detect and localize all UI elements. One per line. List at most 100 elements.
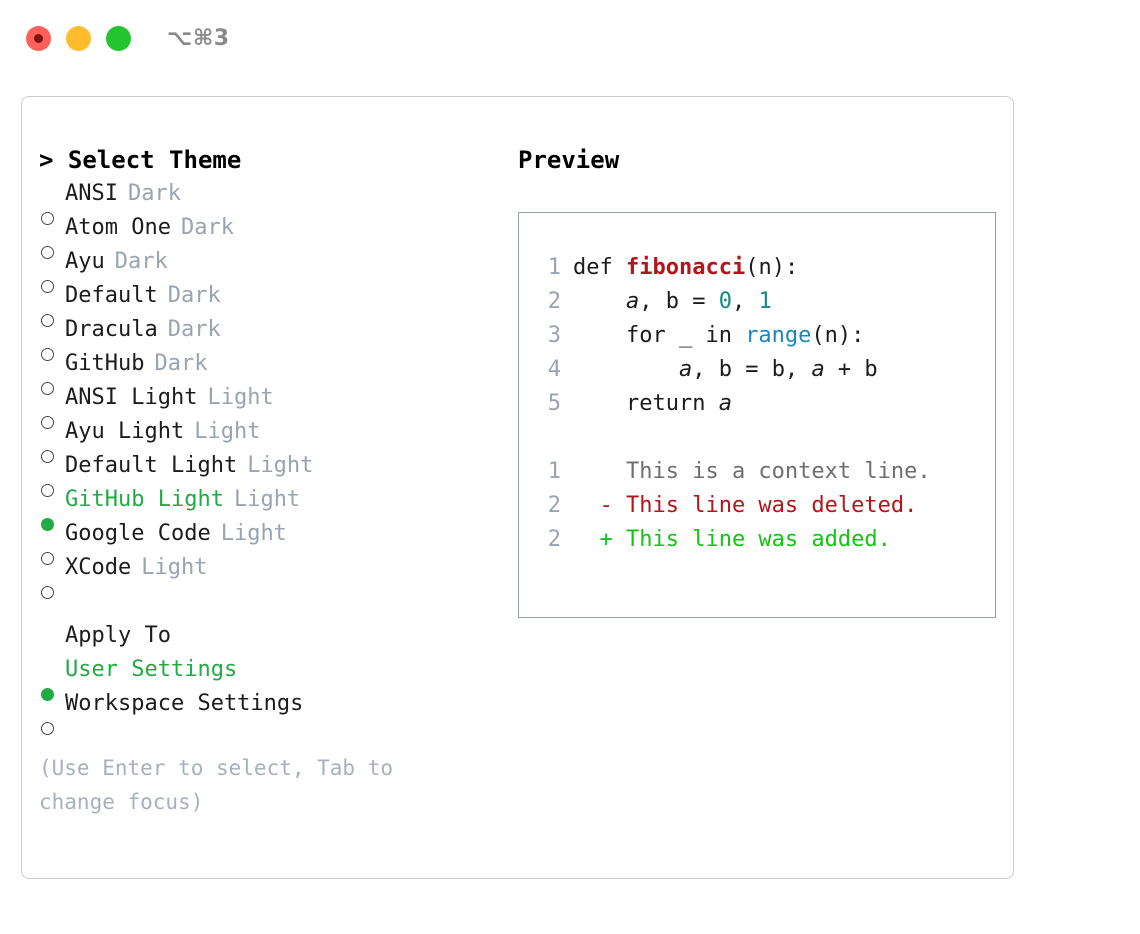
diff-text: This is a context line. (573, 459, 931, 484)
theme-badge: Light (207, 385, 274, 410)
code-token: 0 (718, 289, 732, 314)
code-diff-spacer (537, 421, 995, 455)
code-token: for _ in (573, 323, 746, 348)
keyboard-hint-text: (Use Enter to select, Tab to change focu… (39, 756, 406, 814)
diff-text: - This line was deleted. (573, 493, 918, 518)
code-token: return (573, 391, 719, 416)
code-line: 3 for _ in range(n): (537, 319, 995, 353)
code-line: 1 def fibonacci(n): (537, 251, 995, 285)
diff-sample: 1 This is a context line.2 - This line w… (537, 455, 995, 557)
maximize-button[interactable] (106, 25, 131, 51)
diff-line: 2 - This line was deleted. (537, 489, 995, 523)
theme-item[interactable]: Google Code Light (39, 517, 501, 565)
code-token: (n): (811, 323, 865, 348)
diff-line: 1 This is a context line. (537, 455, 995, 489)
code-token: fibonacci (625, 255, 746, 280)
theme-label: Default (65, 283, 158, 308)
apply-to-heading: Apply To (65, 623, 171, 648)
apply-to-item[interactable]: User Settings (39, 653, 501, 701)
title-bar: ⌥⌘3 (0, 0, 1140, 76)
code-text: a, b = 0, 1 (573, 285, 772, 319)
theme-item[interactable]: GitHub Light Light (39, 483, 501, 531)
diff-text: + This line was added. (573, 527, 891, 552)
spacer (39, 585, 501, 619)
theme-badge: Light (194, 419, 261, 444)
close-button[interactable] (26, 25, 51, 51)
line-number: 2 (547, 289, 561, 314)
code-token: + b (824, 357, 878, 382)
theme-label: Atom One (65, 215, 171, 240)
code-line: 4 a, b = b, a + b (537, 353, 995, 387)
theme-item[interactable]: GitHub Dark (39, 347, 501, 395)
theme-label: Dracula (65, 317, 158, 342)
line-number: 2 (547, 493, 561, 518)
theme-badge: Dark (154, 351, 208, 376)
code-token: , (731, 289, 759, 314)
theme-badge: Dark (127, 181, 181, 206)
code-token (573, 289, 626, 314)
code-text: for _ in range(n): (573, 319, 864, 353)
apply-to-label: Workspace Settings (65, 691, 304, 716)
line-number: 3 (547, 323, 561, 348)
select-theme-heading: > Select Theme (39, 146, 242, 174)
theme-badge: Dark (114, 249, 168, 274)
code-token (573, 357, 679, 382)
apply-to-label: User Settings (65, 657, 238, 682)
theme-item[interactable]: Atom One Dark (39, 211, 501, 259)
theme-item[interactable]: Ayu Light Light (39, 415, 501, 463)
code-token: a (718, 391, 732, 416)
minimize-button[interactable] (66, 25, 91, 51)
apply-to-item[interactable]: Workspace Settings (39, 687, 501, 735)
theme-label: GitHub Light (65, 487, 224, 512)
theme-label: Google Code (65, 521, 211, 546)
theme-label: Default Light (65, 453, 238, 478)
theme-label: GitHub (65, 351, 145, 376)
code-line: 5 return a (537, 387, 995, 421)
code-token: range (745, 323, 812, 348)
diff-line: 2 + This line was added. (537, 523, 995, 557)
theme-badge: Dark (167, 317, 221, 342)
line-number: 2 (547, 527, 561, 552)
code-text: return a (573, 387, 732, 421)
theme-label: ANSI (65, 181, 118, 206)
theme-item[interactable]: Default Dark (39, 279, 501, 327)
code-token: a (678, 357, 693, 382)
theme-badge: Light (220, 521, 287, 546)
theme-label: Ayu (65, 249, 105, 274)
theme-item[interactable]: Default Light Light (39, 449, 501, 497)
line-number: 1 (547, 255, 561, 280)
theme-badge: Light (247, 453, 314, 478)
code-token: , b = b, (692, 357, 812, 382)
theme-badge: Dark (167, 283, 221, 308)
line-number: 5 (547, 391, 561, 416)
preview-title: Preview (518, 146, 620, 174)
line-number: 1 (547, 459, 561, 484)
theme-badge: Light (141, 555, 208, 580)
theme-item[interactable]: Ayu Dark (39, 245, 501, 293)
line-number: 4 (547, 357, 561, 382)
code-token: b (665, 289, 679, 314)
code-text: a, b = b, a + b (573, 353, 878, 387)
code-token: def (573, 255, 626, 280)
theme-item[interactable]: ANSI Dark (39, 177, 501, 225)
theme-item[interactable]: Dracula Dark (39, 313, 501, 361)
code-token: a (625, 289, 640, 314)
code-line: 2 a, b = 0, 1 (537, 285, 995, 319)
theme-label: Ayu Light (65, 419, 185, 444)
code-token: , (639, 289, 666, 314)
keyboard-shortcut-label: ⌥⌘3 (167, 25, 230, 51)
theme-badge: Dark (180, 215, 234, 240)
code-token: = (678, 289, 719, 314)
theme-badge: Light (233, 487, 301, 512)
theme-item[interactable]: ANSI Light Light (39, 381, 501, 429)
theme-label: ANSI Light (65, 385, 198, 410)
code-text: def fibonacci(n): (573, 251, 798, 285)
